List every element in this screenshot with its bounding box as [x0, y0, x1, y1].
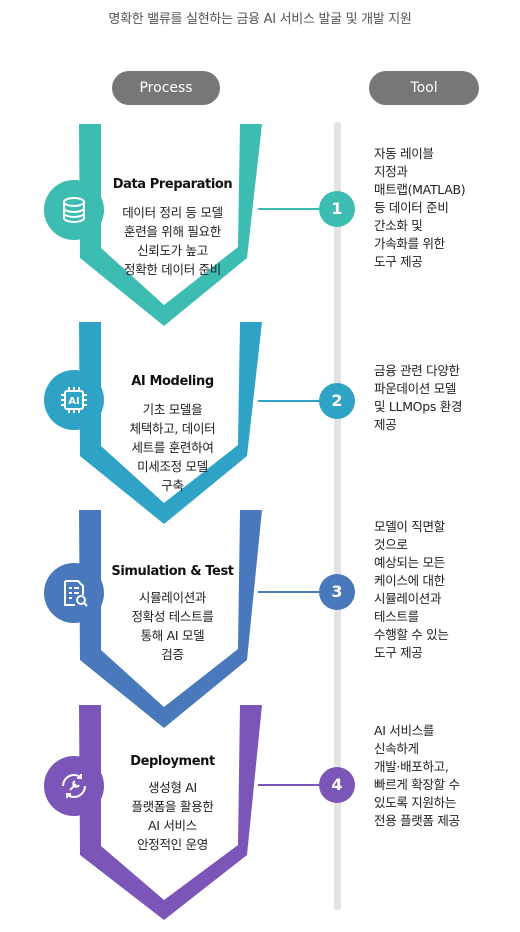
step-icon-circle-2: AI — [44, 370, 104, 430]
document-search-icon — [64, 580, 88, 607]
step-desc-2: 기초 모델을 체택하고, 데이터 세트를 훈련하여 미세조정 모델 구축 — [129, 402, 216, 493]
step-number-1: 1 — [319, 191, 355, 227]
tool-text-2: 금융 관련 다양한 파운데이션 모델 및 LLMOps 환경 제공 — [374, 363, 463, 432]
step-number-3: 3 — [319, 574, 355, 610]
step-desc-4: 생성형 AI 플랫폼을 활용한 AI 서비스 안정적인 운영 — [131, 780, 214, 852]
tool-header: Tool — [369, 71, 479, 105]
step-icon-circle-4 — [44, 756, 104, 816]
ai-chip-icon: AI — [61, 387, 87, 413]
step-desc-1: 데이터 정리 등 모델 훈련을 위해 필요한 신뢰도가 높고 정확한 데이터 준… — [122, 205, 223, 277]
database-icon — [63, 197, 85, 224]
arrow-shape-2 — [79, 322, 262, 524]
timeline-track — [334, 122, 341, 910]
step-title-2: AI Modeling — [131, 374, 214, 389]
tool-text-1: 자동 레이블 지정과 매트랩(MATLAB) 등 데이터 준비 간소화 및 가속… — [374, 146, 466, 269]
step-icon-circle-3 — [44, 563, 104, 623]
arrow-shape-3 — [79, 510, 262, 728]
arrow-shape-1 — [79, 124, 262, 326]
step-desc-3: 시뮬레이션과 정확성 테스트를 통해 AI 모델 검증 — [131, 590, 214, 662]
tool-text-4: AI 서비스를 신속하게 개발·배포하고, 빠르게 확장할 수 있도록 지원하는… — [374, 723, 460, 828]
step-title-1: Data Preparation — [112, 177, 233, 192]
svg-text:AI: AI — [68, 396, 79, 407]
page-subtitle: 명확한 밸류를 실현하는 금융 AI 서비스 발굴 및 개발 지원 — [108, 12, 412, 27]
step-number-2: 2 — [319, 383, 355, 419]
step-icon-circle-1 — [44, 180, 104, 240]
step-title-3: Simulation & Test — [111, 564, 234, 579]
process-header: Process — [112, 71, 220, 105]
step-number-4: 4 — [319, 767, 355, 803]
step-title-4: Deployment — [130, 754, 215, 769]
tool-text-3: 모델이 직면할 것으로 예상되는 모든 케이스에 대한 시뮬레이션과 테스트를 … — [374, 519, 449, 660]
wrench-cycle-icon — [61, 773, 87, 799]
arrow-shape-4 — [79, 705, 262, 920]
